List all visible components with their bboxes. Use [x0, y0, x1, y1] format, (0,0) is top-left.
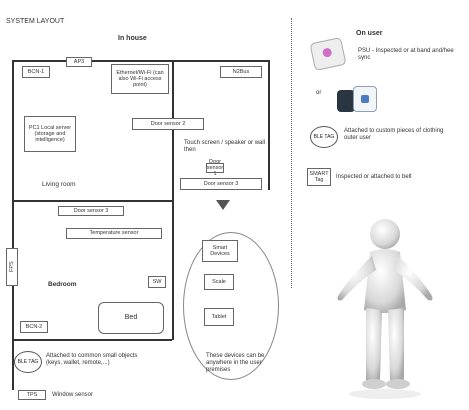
- wearable-wristband-image: [309, 36, 347, 72]
- figure-right-leg: [388, 308, 404, 382]
- temp-box-2: Temperature sensor: [66, 228, 162, 239]
- movable-devices-note: These devices can be anywhere in the use…: [206, 353, 265, 373]
- or-label: or: [316, 90, 322, 96]
- tablet-box: Tablet: [204, 308, 234, 326]
- window-sensor-short: TPS: [18, 390, 46, 400]
- wearable-device-image: [337, 86, 379, 114]
- device-dark: [337, 90, 355, 112]
- smart-tag-note: Inspected or attached to belt: [336, 174, 412, 180]
- house-wall-inner: [172, 60, 174, 340]
- smart-tag-box: SMART Tag: [307, 168, 331, 186]
- door-sensor-3-box: Door sensor 3: [180, 178, 262, 190]
- bed-box: Bed: [98, 302, 164, 334]
- house-wall-bottom: [12, 339, 172, 341]
- wearable-note: PSU - Inspected or at band and/hee sync: [358, 48, 454, 61]
- bcn-1-box: BCN-1: [22, 66, 50, 78]
- figure-left-foot: [362, 379, 386, 389]
- figure-left-leg: [366, 308, 382, 382]
- temperature-sensor-box: Door sensor 3: [58, 206, 124, 216]
- bedroom-label: Bedroom: [48, 281, 77, 288]
- sensor-1-box: Door sensor 1: [206, 158, 224, 178]
- window-sensor-note: Window sensor: [52, 392, 94, 398]
- ble-tag-note: Attached to common small objects (keys, …: [46, 353, 138, 366]
- bcn-2-box: BCN-2: [20, 321, 48, 333]
- smart-devices-box: Smart Devices: [202, 240, 238, 262]
- pc-box: PC1 Local server (storage and intelligen…: [24, 116, 76, 152]
- figure-head: [370, 219, 400, 249]
- on-user-header: On user: [356, 30, 383, 37]
- router-box: Ethernet/Wi-Fi (can also Wi-Fi access po…: [111, 64, 169, 94]
- house-wall-mid: [12, 200, 172, 202]
- house-wall-left: [12, 60, 14, 390]
- house-wall-right: [268, 60, 270, 190]
- wearable-accent-icon: [321, 47, 333, 58]
- device-light: [353, 86, 377, 112]
- in-house-header: In house: [118, 35, 147, 42]
- figure-right-arm: [394, 256, 433, 301]
- n2b-box: N2Bus: [220, 66, 262, 78]
- user-figure-image: [337, 219, 433, 399]
- living-room-label: Living room: [42, 181, 76, 188]
- diagram-title: SYSTEM LAYOUT: [6, 18, 65, 25]
- down-arrow-icon: [216, 200, 230, 210]
- figure-right-foot: [386, 379, 410, 389]
- ap-box: AP3: [66, 57, 92, 67]
- house-wall-top: [12, 60, 270, 62]
- figure-shadow: [349, 389, 421, 399]
- movable-devices-ellipse: [183, 232, 279, 380]
- figure-left-arm: [337, 256, 376, 301]
- user-tag-note: Attached to custom pieces of clothing ou…: [344, 128, 444, 141]
- section-divider: [291, 18, 292, 288]
- device-dot-icon: [361, 95, 369, 103]
- ble-tag-label: BLE TAG: [17, 359, 39, 365]
- user-ble-tag-label: BLE TAG: [313, 134, 335, 140]
- user-ble-tag-circle: BLE TAG: [310, 126, 338, 148]
- door-sensor-2-box: Door sensor 2: [132, 118, 204, 130]
- sw-box: SW: [148, 276, 166, 288]
- ble-tag-circle: BLE TAG: [14, 351, 42, 373]
- touch-screen-text: Touch screen / speaker or wall then: [184, 140, 266, 153]
- fps-box: FPS: [6, 248, 18, 286]
- scale-box: Scale: [204, 274, 234, 290]
